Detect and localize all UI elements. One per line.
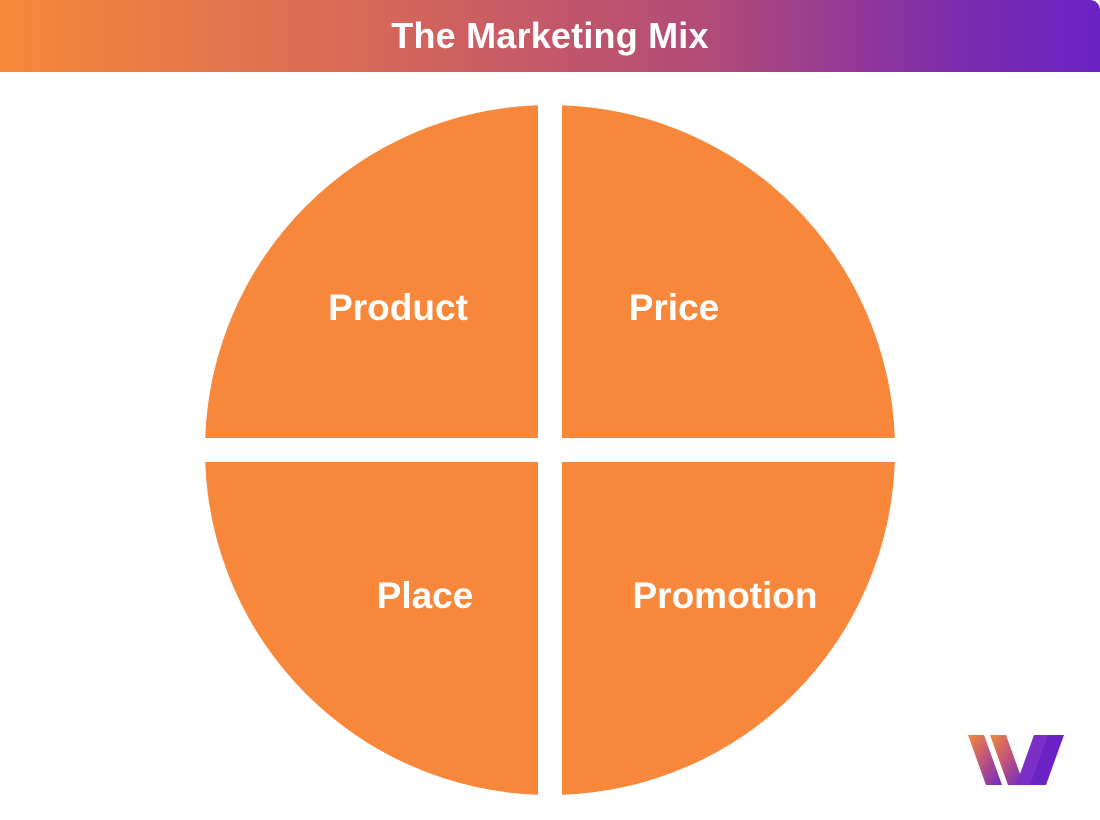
label-product: Product: [328, 287, 468, 328]
label-promotion: Promotion: [633, 575, 818, 616]
quadrant-place: [205, 462, 538, 795]
quadrant-product: [205, 105, 538, 438]
header-bar: The Marketing Mix: [0, 0, 1100, 72]
label-price: Price: [629, 287, 720, 328]
brand-w-logo-icon: [968, 735, 1064, 785]
quadrant-price: [562, 105, 895, 438]
center-gap: [534, 434, 566, 466]
page-title: The Marketing Mix: [391, 15, 709, 56]
quadrant-promotion: [562, 462, 895, 795]
label-place: Place: [377, 575, 474, 616]
